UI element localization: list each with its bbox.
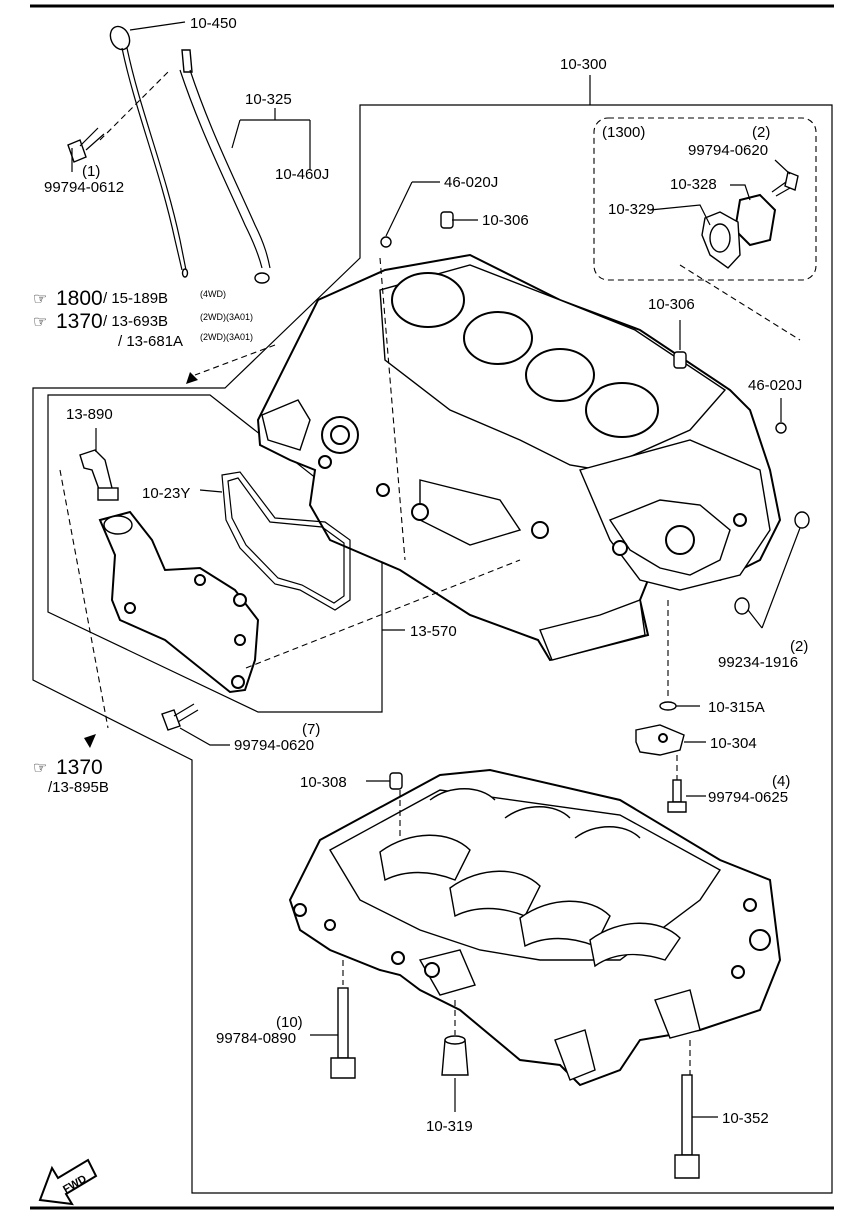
dowel-10-306-a (440, 211, 454, 229)
cover-assembly-outline (47, 394, 383, 713)
label-10-23y: 10-23Y (142, 485, 190, 502)
label-13-570: 13-570 (410, 623, 457, 640)
fwd-arrow-icon: FWD (38, 1158, 98, 1206)
label-46-020j-b: 46-020J (748, 377, 802, 394)
label-99234-1916: 99234-1916 (718, 654, 798, 671)
oil-level-gauge-pipe (179, 49, 271, 284)
label-10-306-a: 10-306 (482, 212, 529, 229)
label-99794-0620-bot-qty: (7) (302, 721, 320, 738)
ref-icon-4: ☞ (33, 760, 47, 777)
label-99794-0620-top: 99794-0620 (688, 142, 768, 159)
kit-1300-box (593, 117, 817, 281)
label-10-306-b: 10-306 (648, 296, 695, 313)
plug-99234-1916 (734, 511, 810, 615)
label-10-319: 10-319 (426, 1118, 473, 1135)
label-99234-1916-qty: (2) (790, 638, 808, 655)
ref-3-sup: (2WD)(3A01) (200, 332, 253, 342)
arrow-down-icon-2 (84, 734, 96, 748)
assembly-dashed-lines (59, 69, 801, 1075)
label-99794-0612: 99794-0612 (44, 179, 124, 196)
dowel-10-306-b (673, 351, 687, 369)
oring-10-315a (659, 701, 677, 711)
gasket-10-329 (701, 211, 741, 269)
ref-2-num: 1370 (56, 310, 103, 333)
gasket-10-23y (221, 471, 351, 611)
ref-4-text: /13-895B (48, 779, 109, 796)
label-10-300: 10-300 (560, 56, 607, 73)
cylinder-block (256, 253, 782, 662)
bolt-99794-0620-upper (771, 171, 799, 197)
label-1300: (1300) (602, 124, 645, 141)
label-46-020j-a: 46-020J (444, 174, 498, 191)
label-99784-0890: 99784-0890 (216, 1030, 296, 1047)
ref-1-text: / 15-189B (103, 290, 168, 307)
arrow-down-icon (186, 372, 198, 384)
label-10-450: 10-450 (190, 15, 237, 32)
label-10-304: 10-304 (710, 735, 757, 752)
label-99794-0620-bot: 99794-0620 (234, 737, 314, 754)
ref-2-text: / 13-693B (103, 313, 168, 330)
plug-10-319 (441, 1035, 469, 1076)
label-10-329: 10-329 (608, 201, 655, 218)
label-99794-0612-qty: (1) (82, 163, 100, 180)
label-10-352: 10-352 (722, 1110, 769, 1127)
label-10-325: 10-325 (245, 91, 292, 108)
bolt-99784-0890 (330, 987, 356, 1079)
label-10-460j: 10-460J (275, 166, 329, 183)
ref-4-num: 1370 (56, 756, 103, 779)
label-99784-0890-qty: (10) (276, 1014, 303, 1031)
oil-level-gauge (109, 25, 189, 278)
ref-1-num: 1800 (56, 287, 103, 310)
label-99794-0625: 99794-0625 (708, 789, 788, 806)
lower-crankcase (288, 768, 782, 1087)
bolt-99794-0612 (67, 127, 105, 163)
leader-lines (71, 21, 801, 1118)
ref-2-sup: (2WD)(3A01) (200, 312, 253, 322)
label-99794-0625-qty: (4) (772, 773, 790, 790)
part-labels: 10-450 10-325 10-460J 10-300 (1300) (2) … (44, 15, 808, 1135)
label-99794-0620-top-qty: (2) (752, 124, 770, 141)
ref-3-text: / 13-681A (118, 333, 183, 350)
bolt-99794-0620-lower (161, 703, 199, 731)
plug-46-020j-b (775, 422, 787, 434)
ref-icon-2: ☞ (33, 314, 47, 331)
label-10-308: 10-308 (300, 774, 347, 791)
reference-callouts: ☞ 1800 / 15-189B (4WD) ☞ 1370 / 13-693B … (33, 287, 253, 796)
jet-10-304 (635, 724, 685, 756)
cover-13-570 (98, 510, 260, 694)
plug-46-020j-a (380, 236, 392, 248)
bolt-99794-0625 (667, 779, 687, 813)
ref-1-sup: (4WD) (200, 289, 226, 299)
bolt-10-352 (674, 1074, 700, 1179)
label-10-315a: 10-315A (708, 699, 765, 716)
label-13-890: 13-890 (66, 406, 113, 423)
pcv-hose-fitting (79, 449, 119, 501)
block-assembly-outline (32, 104, 833, 1194)
label-10-328: 10-328 (670, 176, 717, 193)
cover-plate-10-328 (733, 193, 777, 247)
dowel-10-308 (389, 772, 403, 790)
ref-icon-1: ☞ (33, 291, 47, 308)
